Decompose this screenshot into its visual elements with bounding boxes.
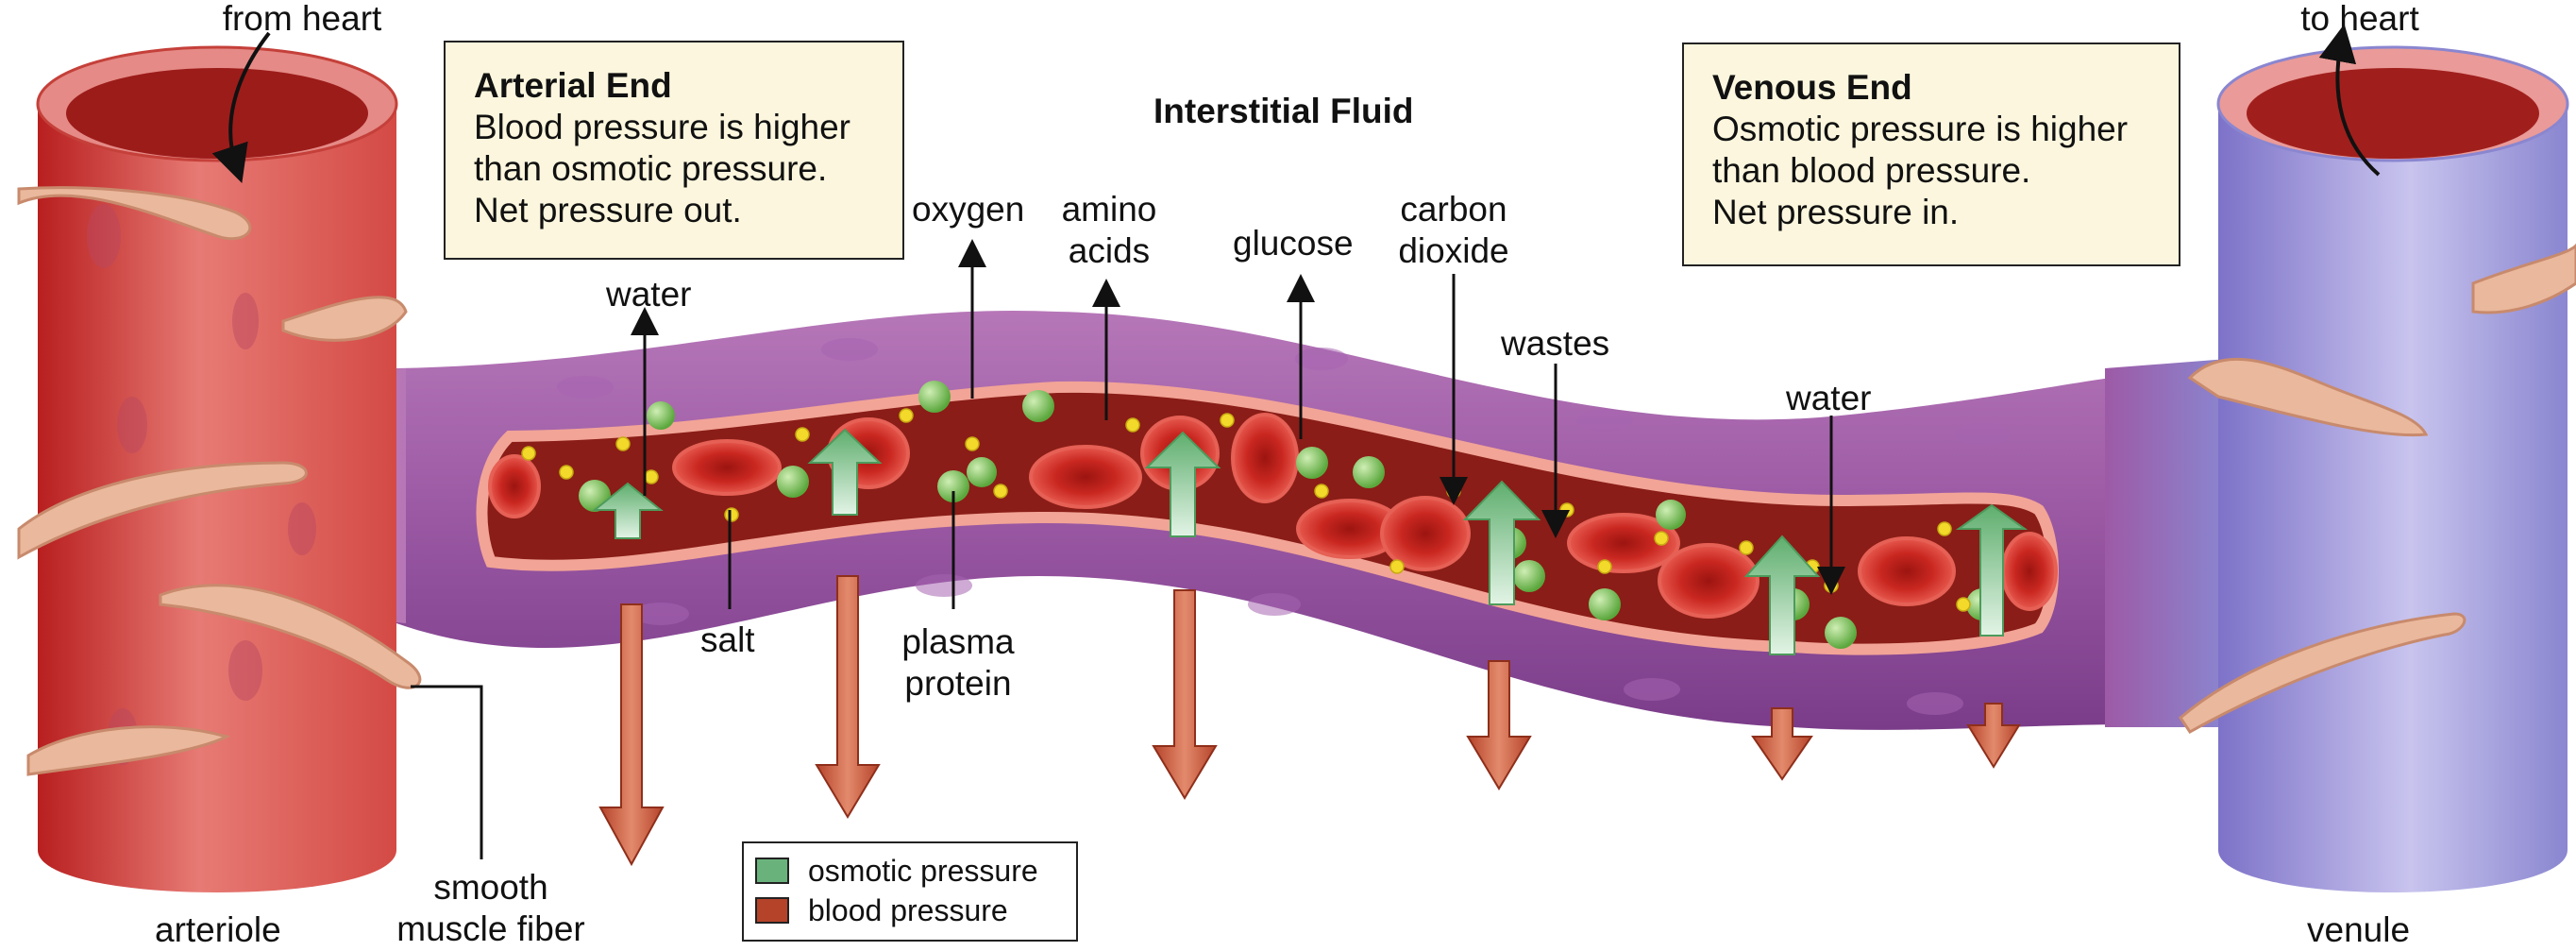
capillary-wall-cells xyxy=(557,338,2011,715)
venule-label: venule xyxy=(2307,910,2411,949)
carbon-dioxide-line: carbon xyxy=(1400,190,1507,229)
osmotic-pressure-arrows xyxy=(592,428,2029,655)
venous-end-line: Net pressure in. xyxy=(1712,193,1960,231)
arterial-end-title: Arterial End xyxy=(474,66,672,105)
label-leader-lines xyxy=(411,239,1845,859)
arterial-end-line: Blood pressure is higher xyxy=(474,108,850,146)
amino-acids-label: amino acids xyxy=(1038,189,1180,272)
to-heart-label: to heart xyxy=(2300,0,2419,38)
carbon-dioxide-label: carbon dioxide xyxy=(1378,189,1529,272)
from-heart-label: from heart xyxy=(222,0,382,38)
venous-end-line: Osmotic pressure is higher xyxy=(1712,110,2129,148)
venous-end-box: Venous End Osmotic pressure is higher th… xyxy=(1682,42,2180,266)
carbon-dioxide-line: dioxide xyxy=(1398,231,1509,270)
plasma-protein-label: plasma protein xyxy=(887,621,1029,705)
arterial-end-box: Arterial End Blood pressure is higher th… xyxy=(444,41,904,260)
water-label-right: water xyxy=(1786,379,1872,417)
osmotic-swatch xyxy=(755,858,789,884)
from-heart-arrow xyxy=(211,31,271,183)
venule xyxy=(2216,45,2569,892)
amino-acids-line: acids xyxy=(1068,231,1151,270)
wastes-label: wastes xyxy=(1501,324,1610,363)
legend: osmotic pressure blood pressure xyxy=(742,841,1078,942)
glucose-label: glucose xyxy=(1233,224,1354,263)
osmotic-legend-label: osmotic pressure xyxy=(808,853,1038,888)
salt-label: salt xyxy=(700,620,755,659)
plasma-protein-line: protein xyxy=(904,664,1012,703)
smooth-muscle-fibers-arteriole xyxy=(17,186,422,776)
water-label-left: water xyxy=(606,275,692,314)
smooth-muscle-fibers-venule xyxy=(2179,243,2576,734)
arteriole-label: arteriole xyxy=(155,910,281,949)
to-heart-arrow xyxy=(2318,24,2381,177)
venous-end-title: Venous End xyxy=(1712,68,1912,107)
legend-row-blood: blood pressure xyxy=(755,891,1065,930)
plasma-protein-line: plasma xyxy=(901,622,1015,661)
smooth-muscle-fiber-line: smooth xyxy=(433,868,548,907)
smooth-muscle-fiber-line: muscle fiber xyxy=(396,909,585,948)
arterial-end-line: than osmotic pressure. xyxy=(474,149,828,188)
interstitial-fluid-label: Interstitial Fluid xyxy=(1153,92,1414,130)
smooth-muscle-fiber-label: smooth muscle fiber xyxy=(378,867,604,950)
venous-end-line: than blood pressure. xyxy=(1712,151,2031,190)
blood-legend-label: blood pressure xyxy=(808,892,1008,927)
amino-acids-line: amino xyxy=(1061,190,1157,229)
oxygen-label: oxygen xyxy=(912,190,1025,229)
arterial-end-line: Net pressure out. xyxy=(474,191,742,229)
legend-row-osmotic: osmotic pressure xyxy=(755,851,1065,891)
blood-pressure-arrows xyxy=(598,575,2021,867)
blood-swatch xyxy=(755,897,789,924)
